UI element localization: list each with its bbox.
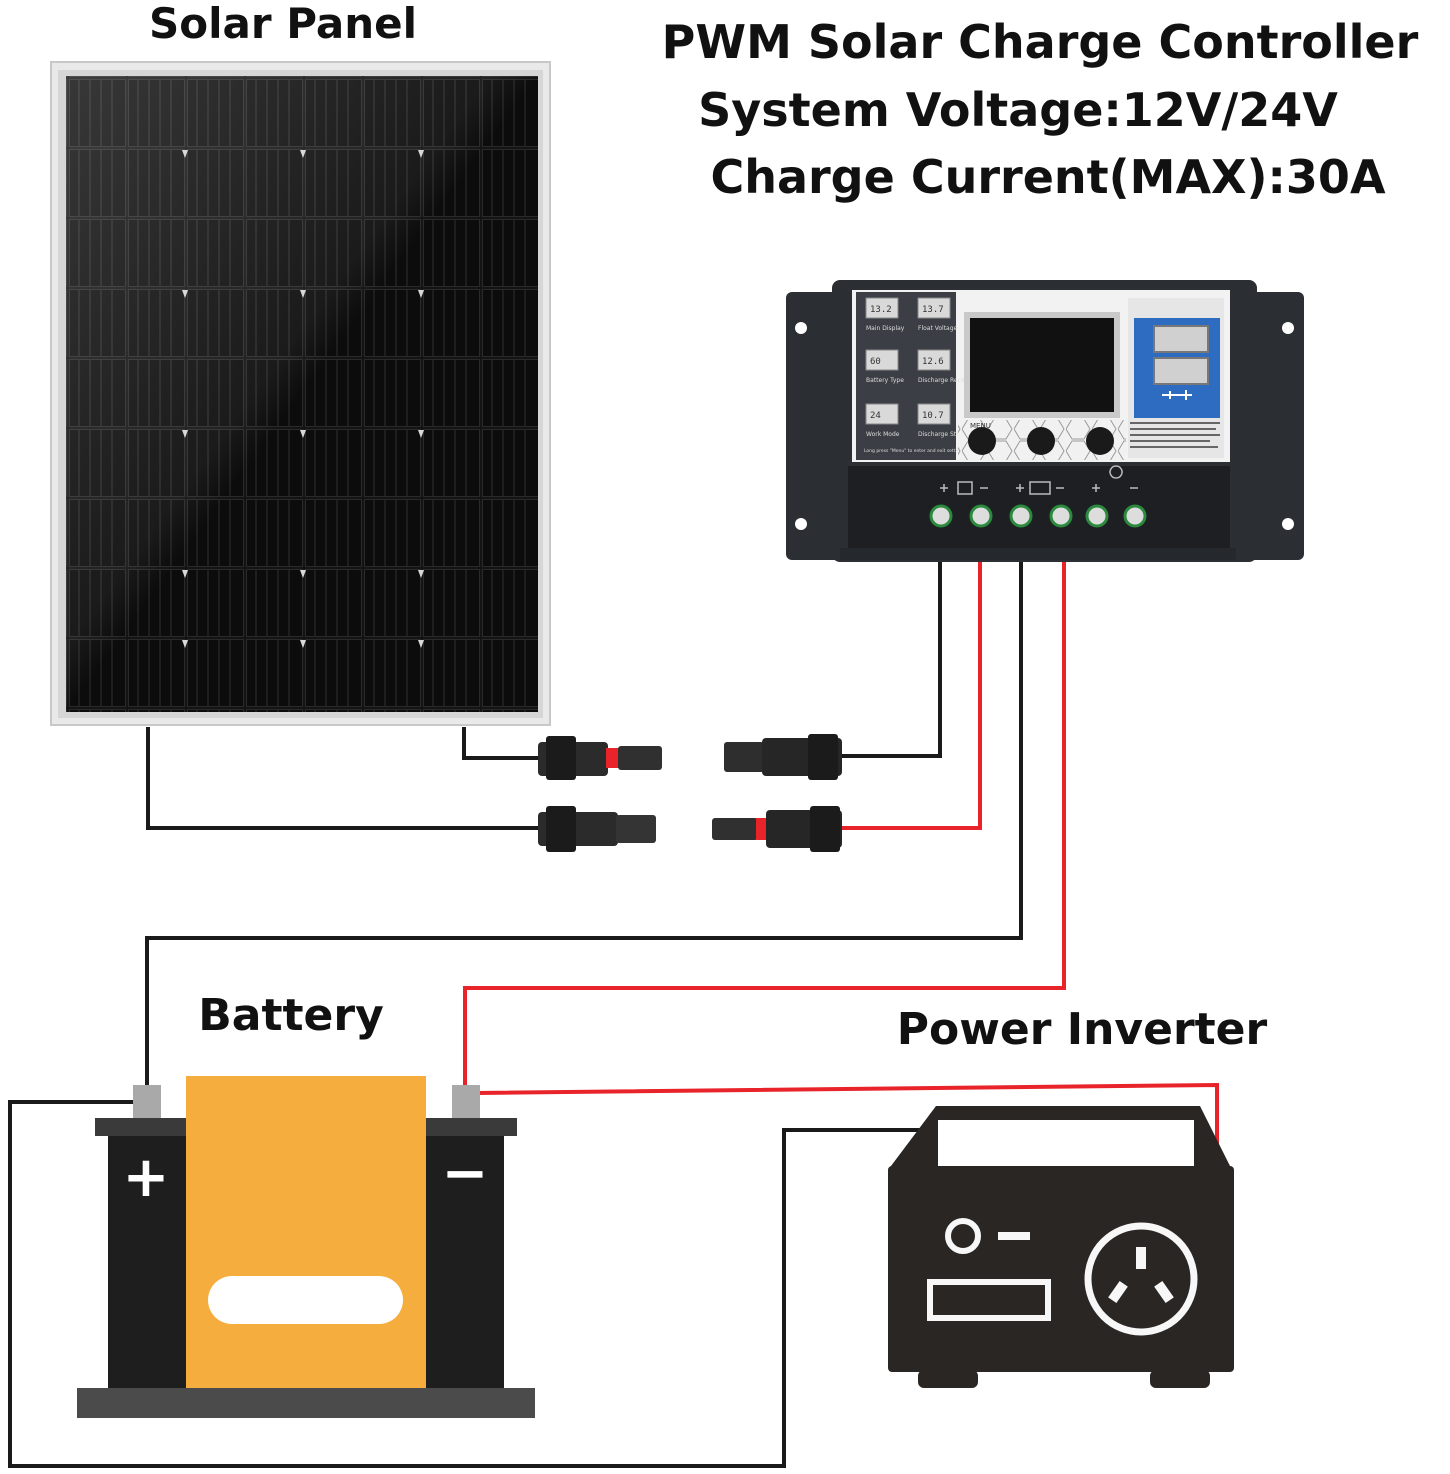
inverter-ac-outlet-icon[interactable] [1084, 1222, 1198, 1336]
menu-caption-1: Main Display [866, 325, 905, 332]
solar-panel-sheen [66, 76, 538, 712]
mount-hole-bl [795, 518, 807, 530]
screw-terminals [929, 504, 1147, 528]
inverter-foot-left [918, 1370, 978, 1388]
mc4-connector-controller-upper [724, 734, 842, 780]
wires [8, 520, 1219, 1468]
outlet-slot-left [1108, 1280, 1128, 1304]
menu-value-2: 13.7 [922, 305, 944, 315]
menu-caption-2: Float Voltage [918, 325, 958, 332]
battery-terminal-icon [1016, 481, 1064, 495]
battery-inverter-black-wire [8, 1100, 922, 1468]
terminal-load-negative[interactable] [1123, 504, 1147, 528]
mount-hole-tl [795, 322, 807, 334]
controller-menu-panel [856, 292, 956, 460]
menu-value-5: 24 [870, 411, 881, 421]
mount-hole-br [1282, 518, 1294, 530]
battery-terminal-left [133, 1085, 161, 1119]
menu-caption-4: Discharge Reconnect [918, 377, 982, 384]
controller-mount-right [1246, 292, 1304, 560]
terminal-load-positive[interactable] [1085, 504, 1109, 528]
panel-lead-lower-wire [146, 727, 540, 830]
controller-pv-positive-wire [838, 520, 982, 830]
controller-mount-left [786, 292, 846, 560]
controller-menu-button[interactable] [968, 427, 996, 455]
menu-value-1: 13.2 [870, 305, 892, 315]
inverter-indicator-icon [998, 1232, 1030, 1240]
inverter-handle [888, 1106, 1232, 1170]
usb-port-lower[interactable] [1153, 357, 1209, 385]
charge-controller: 13.2 13.7 60 12.6 24 10.7 Main Display F… [786, 280, 1304, 562]
menu-caption-6: Discharge Stop [918, 431, 964, 438]
terminal-pv-negative[interactable] [969, 504, 993, 528]
pv-terminal-icon [940, 481, 988, 495]
outlet-slot-right [1154, 1280, 1174, 1304]
menu-hint: Long press "Menu" to enter and exit sett… [864, 448, 965, 454]
battery-base [77, 1388, 535, 1418]
controller-up-button[interactable] [1027, 427, 1055, 455]
inverter-foot-right [1150, 1370, 1210, 1388]
terminal-battery-positive[interactable] [1009, 504, 1033, 528]
mc4-connector-panel-lower [538, 806, 656, 852]
menu-button-label: MENU [970, 422, 991, 430]
menu-captions: Main Display Float Voltage Battery Type … [864, 325, 982, 454]
panel-lead-upper-wire [462, 727, 540, 760]
battery-plus-sign: + [123, 1145, 170, 1210]
solar-panel-label: Solar Panel [149, 0, 417, 48]
controller-terminal-block [848, 466, 1230, 550]
mount-hole-tr [1282, 322, 1294, 334]
mc4-connector-controller-lower [712, 806, 842, 852]
menu-lcd-icons [865, 297, 951, 425]
menu-caption-3: Battery Type [866, 377, 904, 384]
battery-inverter-red-wire [477, 1082, 1219, 1160]
menu-value-4: 12.6 [922, 357, 944, 367]
terminal-battery-negative[interactable] [1049, 504, 1073, 528]
battery: + − [77, 1076, 535, 1418]
inverter-body [888, 1166, 1234, 1372]
terminal-pv-positive[interactable] [929, 504, 953, 528]
load-terminal-icon [1092, 465, 1138, 492]
controller-base [840, 548, 1236, 560]
battery-minus-sign: − [442, 1141, 489, 1206]
inverter-display-icon [927, 1279, 1051, 1321]
battery-label: Battery [198, 990, 384, 1041]
battery-orange-label [186, 1076, 426, 1390]
controller-lcd-screen [970, 318, 1114, 412]
battery-white-pill [208, 1276, 403, 1324]
terminal-icons [940, 465, 1138, 495]
usb-icon [1162, 390, 1192, 400]
menu-value-6: 10.7 [922, 411, 944, 421]
power-inverter [888, 1106, 1234, 1388]
usb-notes [1130, 422, 1220, 448]
mc4-connector-panel-upper [538, 736, 662, 780]
controller-battery-red-wire [463, 520, 1066, 1085]
battery-terminal-right [452, 1085, 480, 1119]
solar-panel [50, 61, 551, 726]
controller-pv-negative-wire [838, 520, 942, 758]
usb-port-upper[interactable] [1153, 325, 1209, 353]
power-inverter-label: Power Inverter [897, 1004, 1268, 1055]
outlet-slot-top [1136, 1247, 1146, 1269]
menu-value-3: 60 [870, 357, 881, 367]
menu-caption-5: Work Mode [866, 431, 900, 438]
cell-busbars [182, 150, 424, 648]
system-voltage-label: System Voltage:12V/24V [698, 83, 1338, 137]
controller-title: PWM Solar Charge Controller [662, 15, 1419, 69]
inverter-power-switch-icon [945, 1218, 981, 1254]
controller-battery-black-wire [145, 520, 1023, 1085]
charge-current-label: Charge Current(MAX):30A [710, 150, 1385, 204]
menu-lcd-values: 13.2 13.7 60 12.6 24 10.7 [870, 305, 944, 421]
controller-down-button[interactable] [1086, 427, 1114, 455]
